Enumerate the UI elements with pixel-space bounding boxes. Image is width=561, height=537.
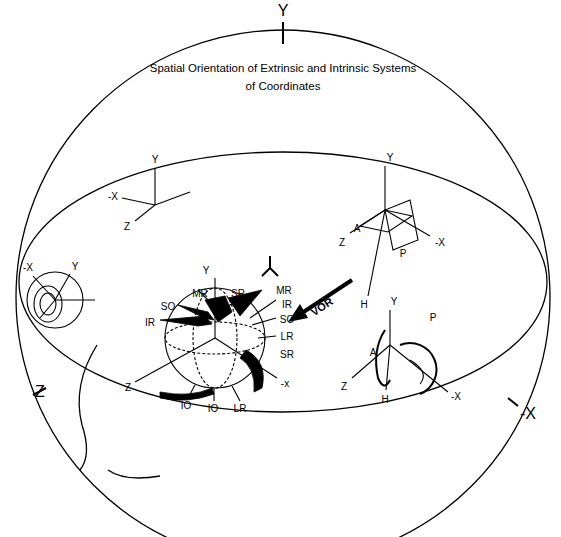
axis-line: [384, 166, 385, 210]
axis-label: IR: [282, 300, 292, 310]
axis-label: Y: [387, 153, 394, 163]
axis-label: LR: [281, 332, 294, 342]
right-top-axes: [350, 166, 430, 296]
reflex-label: VOR: [309, 296, 335, 318]
axis-label: Y: [391, 297, 398, 307]
axis-label: Z: [35, 384, 45, 400]
rotation-loop: [410, 360, 423, 384]
axis-label: -X: [23, 263, 33, 273]
axis-label: A: [370, 348, 377, 358]
axis-tick: [282, 22, 284, 44]
muscle-band: [228, 290, 262, 316]
axis-label: -x: [281, 379, 289, 389]
center-eye: [135, 256, 278, 401]
eye-muscles: [160, 290, 263, 400]
axis-label: LR: [234, 404, 247, 414]
vor-arrow: [288, 280, 352, 322]
muscle-band: [160, 388, 214, 400]
axis-label: Z: [124, 222, 130, 232]
axis-label: MR: [192, 289, 208, 299]
axis-label: -X: [451, 392, 461, 402]
axis-label: SR: [231, 289, 245, 299]
axis-label: Z: [339, 238, 345, 248]
axis-line: [40, 300, 55, 318]
axis-label: SO: [161, 302, 175, 312]
axis-line: [135, 205, 155, 221]
axis-label: Z: [341, 382, 347, 392]
axis-line: [122, 198, 155, 205]
axis-line: [135, 338, 215, 382]
axis-line: [55, 299, 95, 300]
axis-label: A: [354, 224, 361, 234]
equator-ellipse: [19, 152, 547, 412]
left-eye: [27, 272, 95, 328]
outer-sphere: [16, 22, 550, 537]
leader-line: [250, 300, 276, 318]
axis-label: Y: [72, 262, 79, 272]
rotation-loop: [376, 330, 390, 386]
axis-label: Y: [203, 266, 210, 276]
axis-label: -X: [435, 238, 445, 248]
diagram-title: Spatial Orientation of Extrinsic and Int…: [148, 60, 418, 96]
axis-line: [155, 192, 190, 205]
axis-label: -X: [520, 406, 536, 422]
orientation-symbol: [262, 256, 278, 276]
eyeball-meridian: [34, 286, 62, 322]
axis-label: P: [400, 249, 407, 259]
axis-label: -X: [108, 192, 118, 202]
axis-label: SR: [280, 350, 294, 360]
axis-line: [154, 168, 155, 205]
axis-label: H: [360, 300, 367, 310]
axis-label: MR: [276, 286, 292, 296]
leader-line: [252, 318, 276, 325]
eyeball-meridian: [40, 293, 56, 315]
muscle-band: [160, 316, 212, 326]
axis-line: [390, 345, 448, 392]
extrinsic-axes: [122, 168, 190, 221]
axis-label: IR: [145, 318, 155, 328]
axis-line: [389, 310, 390, 345]
axis-label: IO: [208, 404, 219, 414]
axis-label: H: [381, 395, 388, 405]
axis-label: Y: [152, 155, 159, 165]
axis-line: [368, 210, 385, 296]
rotation-loop: [400, 343, 436, 394]
axis-label: P: [430, 313, 437, 323]
leader-line: [258, 336, 276, 338]
axis-line: [55, 274, 70, 300]
leader-line: [232, 386, 240, 401]
sphere-curve: [108, 470, 160, 478]
axis-line: [385, 210, 430, 236]
muscle-band: [240, 350, 263, 392]
sphere-outline: [16, 30, 550, 537]
axis-label: Z: [125, 383, 131, 393]
muscle-band: [205, 296, 232, 322]
right-bottom-axes: [352, 310, 448, 394]
rotation-plane: [385, 200, 418, 250]
axis-label: SO: [280, 315, 294, 325]
axis-label: Y: [278, 3, 289, 19]
axis-line: [352, 345, 390, 378]
axis-label: IO: [181, 401, 192, 411]
axis-line: [33, 276, 55, 300]
sphere-curve: [79, 345, 97, 470]
axis-tick: [508, 398, 518, 406]
